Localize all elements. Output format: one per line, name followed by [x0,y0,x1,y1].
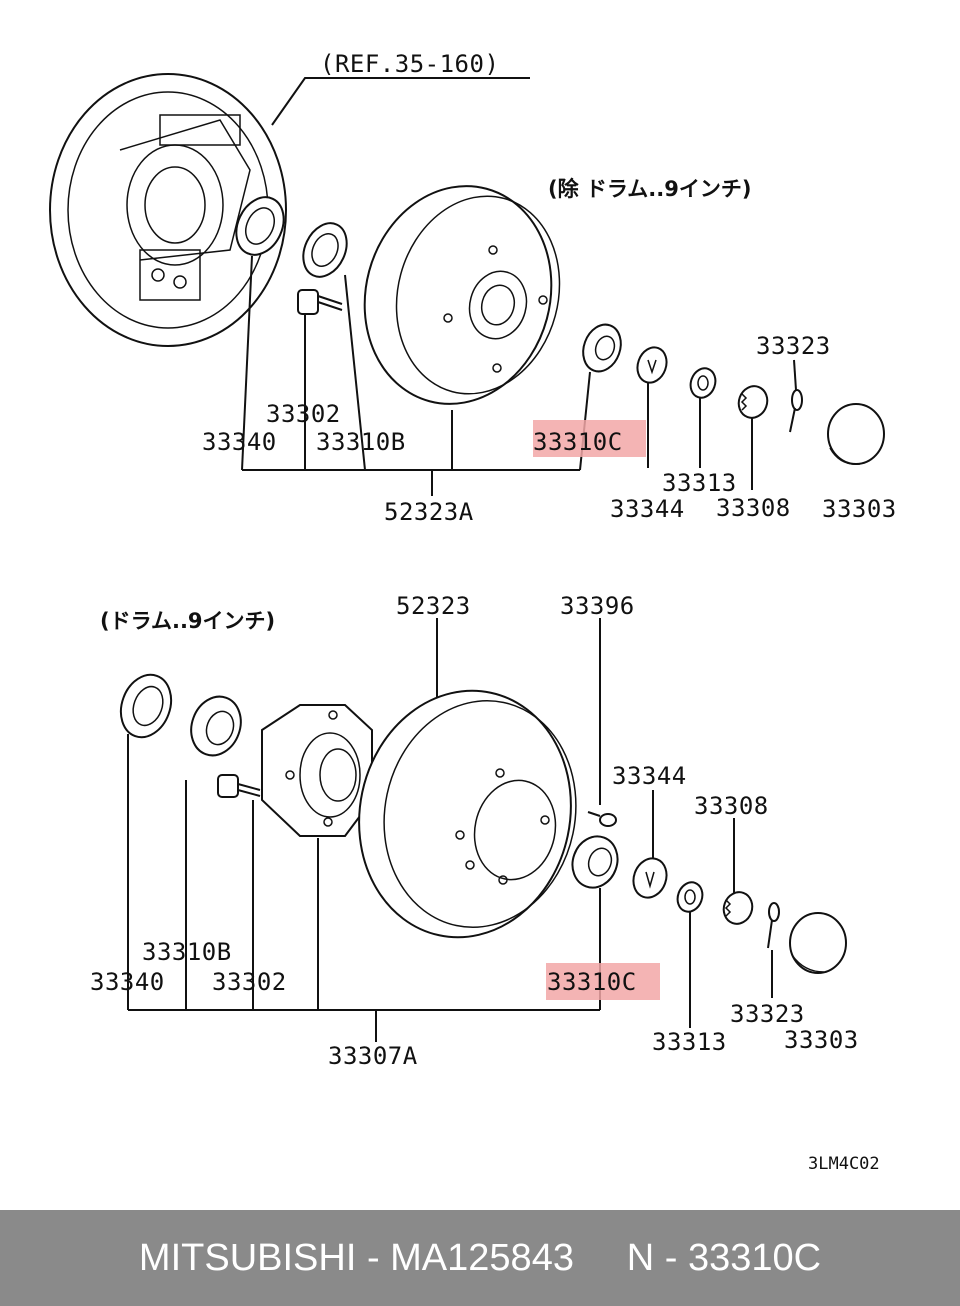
bearing-33310b-bottom-drawing [190,695,242,757]
label-33310b-top: 33310B [316,428,406,456]
bearing-33310c-bottom-drawing [571,835,619,889]
nut-33313-top-drawing [689,367,717,399]
highlight-33310c-top [533,420,646,457]
label-33340-bottom: 33340 [90,968,165,996]
hub-drawing [261,704,373,837]
cotter-pin-33323-top-drawing [789,389,803,433]
label-33344-top: 33344 [610,495,685,523]
label-33323-bottom: 33323 [730,1000,805,1028]
oil-seal-33340-bottom-drawing [119,673,173,739]
label-33323-top: 33323 [756,332,831,360]
oil-seal-33340-drawing [235,196,285,256]
label-52323: 52323 [396,592,471,620]
lock-cap-33308-bottom-drawing [722,891,754,925]
drum-52323a-drawing [363,185,561,405]
footer-part-text: MITSUBISHI - MA125843 N - 33310C [138,1236,822,1279]
label-33302-top: 33302 [266,400,341,428]
lock-cap-33308-top-drawing [737,385,769,419]
label-33308-bottom: 33308 [694,792,769,820]
bolt-33302-drawing [297,289,343,315]
label-33302-bottom: 33302 [212,968,287,996]
backing-plate-drawing [49,73,287,347]
label-33303-top: 33303 [822,495,897,523]
footer-bar: MITSUBISHI - MA125843 N - 33310C [0,1210,960,1306]
nut-33313-bottom-drawing [676,881,704,913]
ref-label: (REF.35-160) [320,50,499,78]
drawing-code: 3LM4C02 [808,1154,880,1174]
note-top: (除 ドラム..9インチ) [548,177,751,201]
label-33313-top: 33313 [662,469,737,497]
washer-33344-top-drawing [636,346,668,384]
label-33308-top: 33308 [716,494,791,522]
label-33310b-bottom: 33310B [142,938,232,966]
label-33307a: 33307A [328,1042,418,1070]
washer-33344-bottom-drawing [632,857,668,899]
bearing-33310c-top-drawing [582,323,622,373]
note-bottom: (ドラム..9インチ) [100,609,275,633]
label-52323a: 52323A [384,498,474,526]
bearing-33310b-drawing [302,222,348,278]
bolt-33396-drawing [587,811,617,827]
bolt-33302-bottom-drawing [217,774,261,798]
label-33303-bottom: 33303 [784,1026,859,1054]
cap-33303-bottom-drawing [789,912,847,974]
cap-33303-top-drawing [827,403,885,465]
parts-diagram: (REF.35-160) [49,50,897,1174]
ref-leader [271,77,530,126]
label-33310c-bottom: 33310C [547,968,637,996]
cotter-pin-33323-bottom-drawing [767,902,780,949]
label-33310c-top: 33310C [533,428,623,456]
label-33340-top: 33340 [202,428,277,456]
highlight-33310c-bottom [546,963,660,1000]
label-33396: 33396 [560,592,635,620]
drum-52323-drawing [358,689,577,939]
label-33344-bottom: 33344 [612,762,687,790]
label-33313-bottom: 33313 [652,1028,727,1056]
